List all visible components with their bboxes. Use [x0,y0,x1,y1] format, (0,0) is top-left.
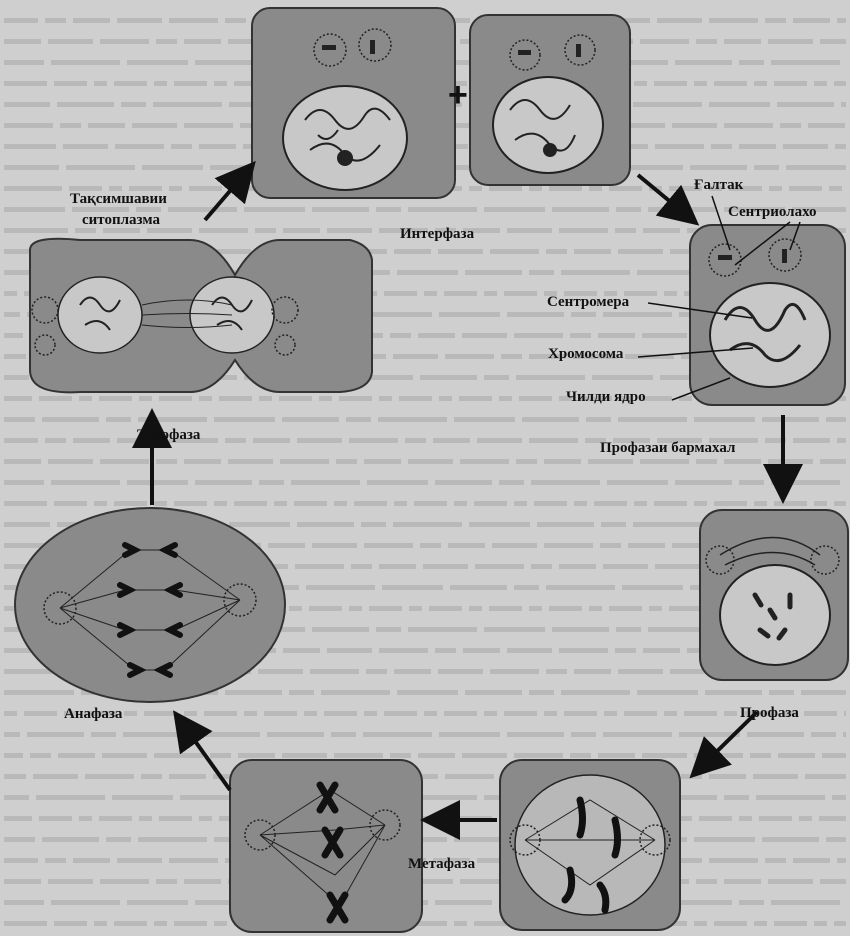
arrow-metaphase-to-anaphase [180,720,230,790]
label-cytokinesis-line1: Тақсимшавии [70,191,167,208]
label-telophase: Телофаза [137,427,200,444]
label-metaphase: Метафаза [408,856,475,873]
anaphase-cell [15,508,285,702]
telophase-cell [30,239,372,393]
label-prophase-start: Профазаи бармахал [600,440,735,457]
label-centromere: Сентромера [547,294,629,311]
arrow-interphase-to-early-prophase [638,175,690,218]
label-centrioles: Сентриолахо [728,204,817,221]
label-interphase: Интерфаза [400,226,474,243]
prophase-cell [700,510,848,680]
label-spindle: Ғалтак [694,177,743,194]
arrow-telophase-to-interphase [205,170,248,220]
plus-sign: + [448,76,468,115]
label-nucleolus: Чилди ядро [566,389,646,406]
interphase-cell-left [252,8,455,198]
label-prophase: Профаза [740,705,799,722]
interphase-cell-right [470,15,630,185]
label-anaphase: Анафаза [64,706,122,723]
label-chromosome: Хромосома [548,346,623,363]
early-prophase-cell [690,225,845,405]
metaphase-cell [230,760,422,932]
prometaphase-cell [500,760,680,930]
label-cytokinesis-line2: ситоплазма [82,212,160,229]
